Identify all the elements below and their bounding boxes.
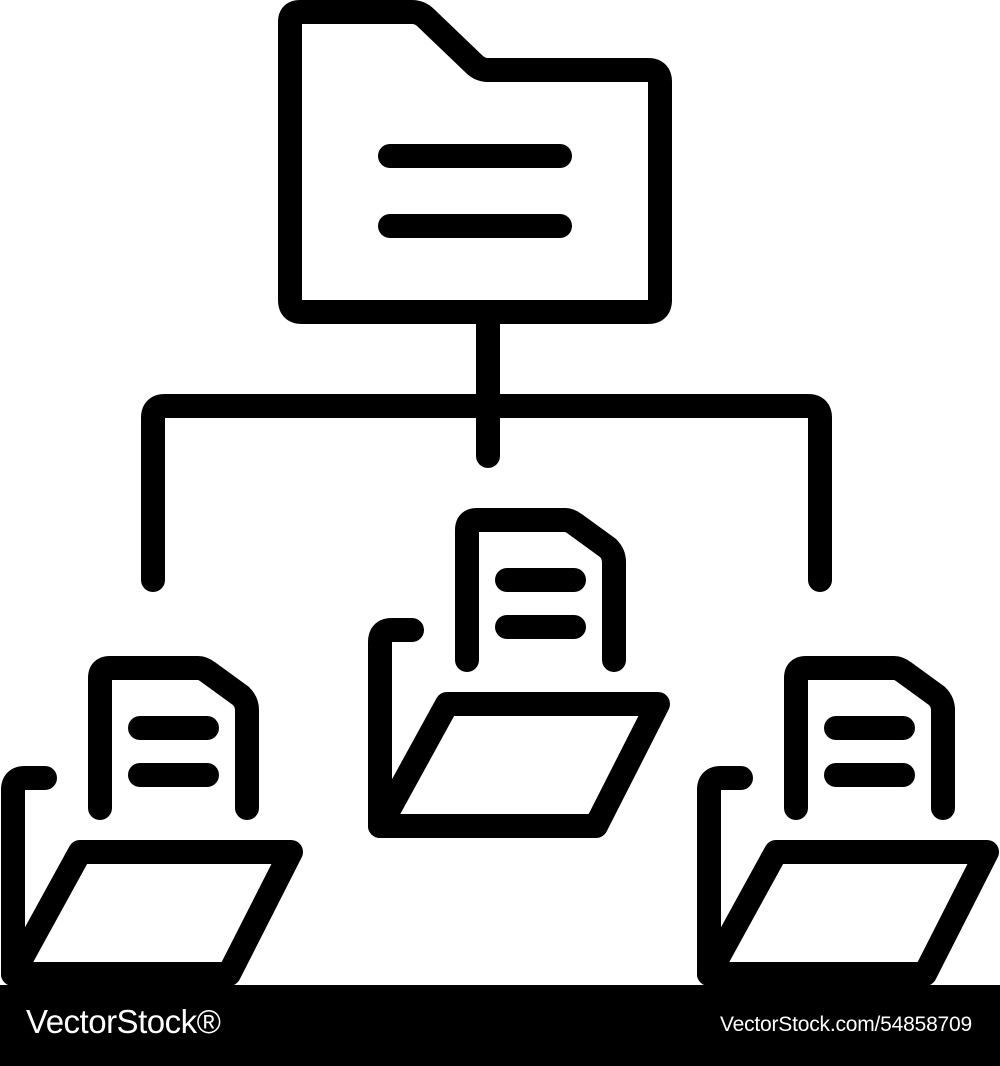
child-folder-icon-center — [368, 508, 670, 838]
root-folder-icon — [278, 0, 672, 324]
brand-logo-text: VectorStock® — [26, 1003, 221, 1040]
image-id-text: VectorStock.com/54858709 — [719, 1013, 972, 1036]
watermark-footer: VectorStock® VectorStock.com/54858709 — [0, 985, 1000, 1066]
child-folder-icon-right — [697, 656, 999, 985]
child-folder-icon-left — [1, 656, 303, 985]
hierarchy-connector — [141, 300, 832, 592]
folder-hierarchy-illustration — [1, 0, 999, 985]
